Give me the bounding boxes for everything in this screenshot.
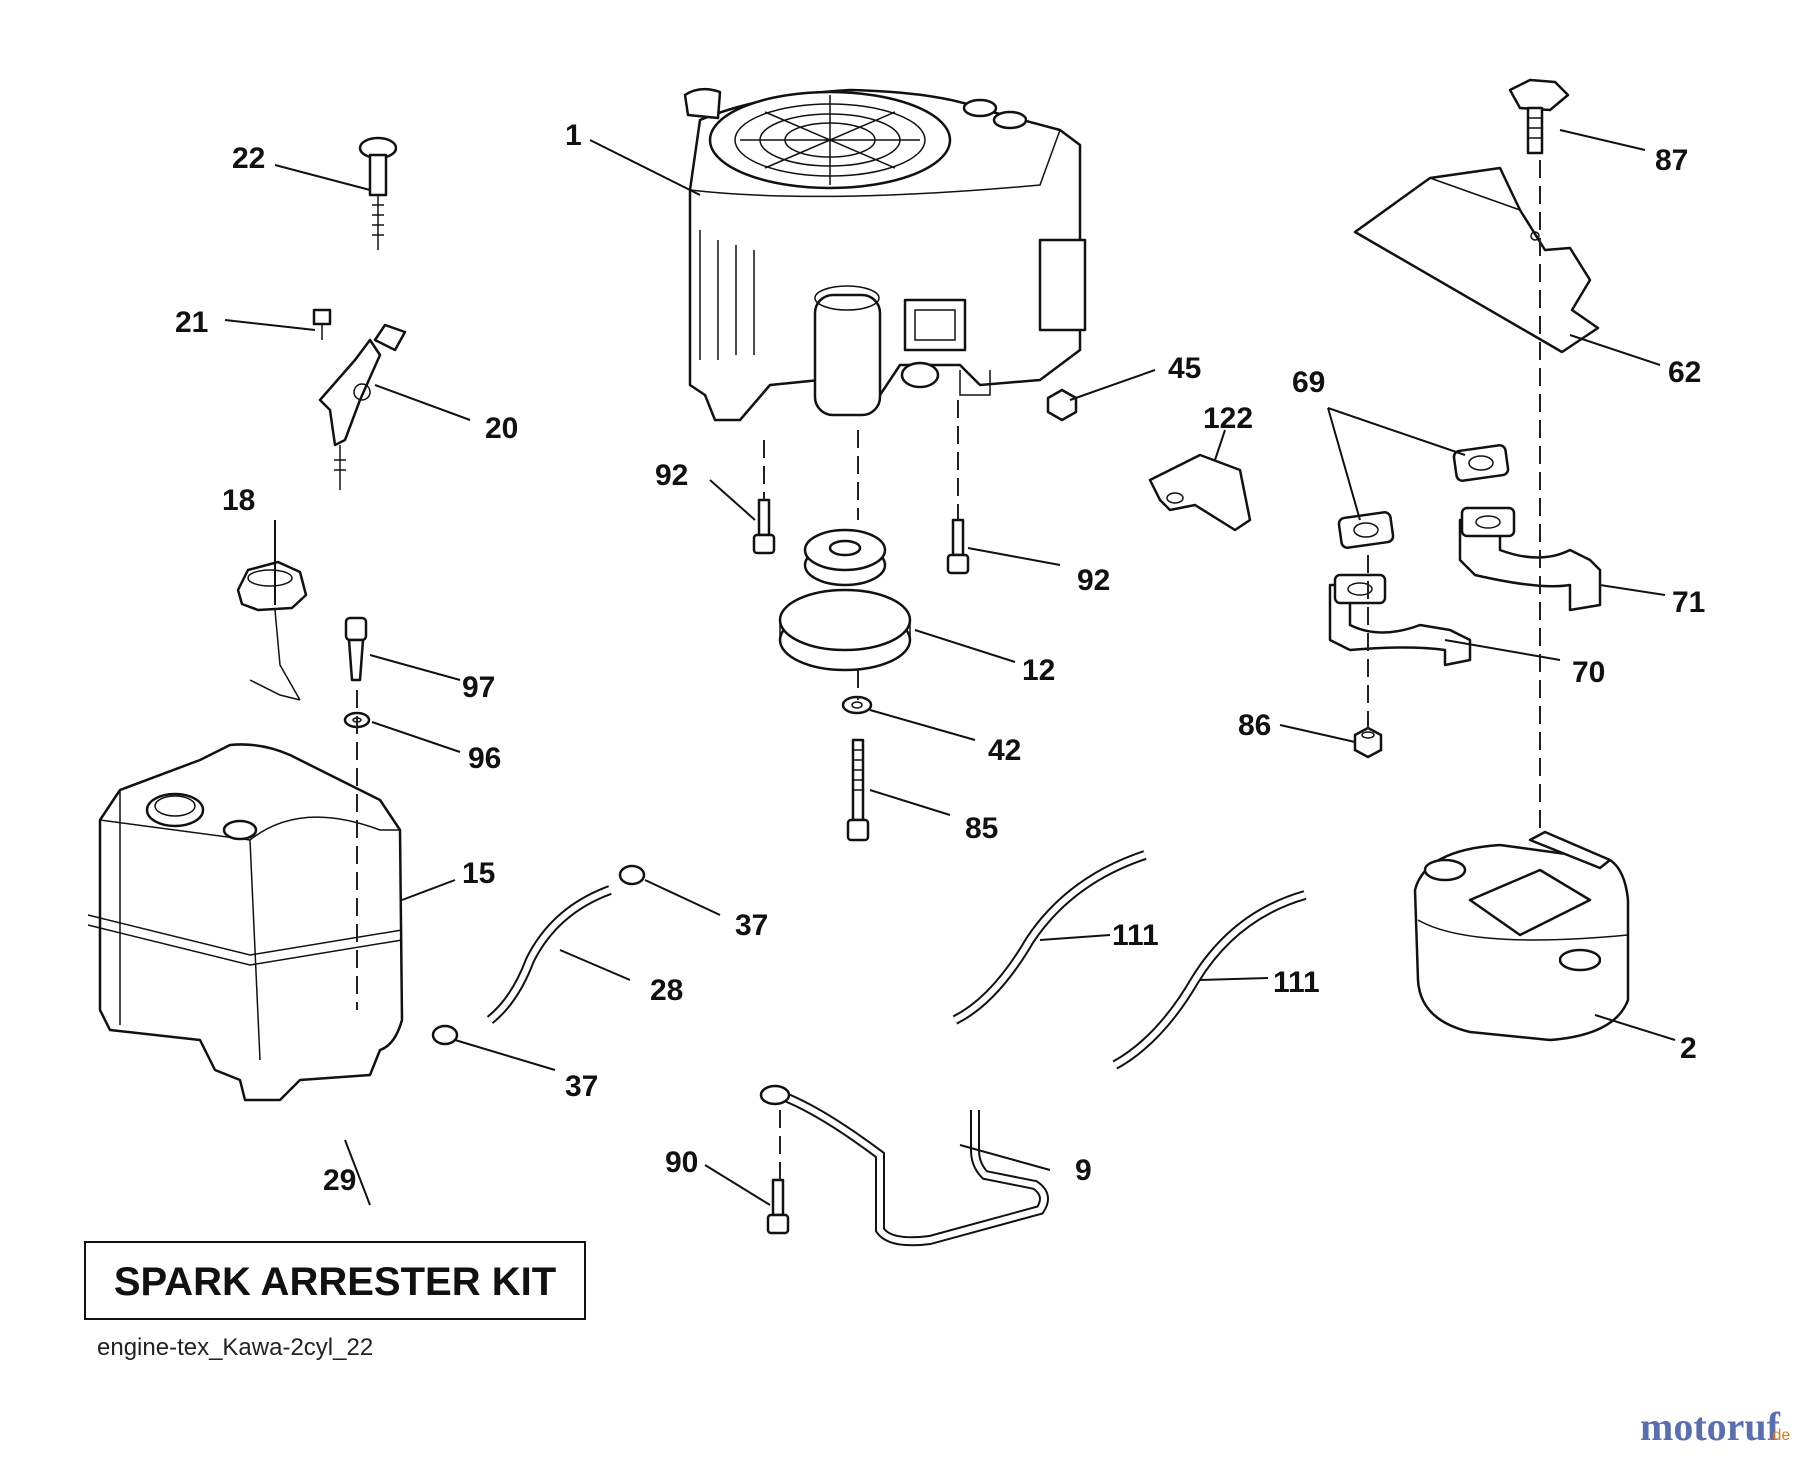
- nut-part-86: [1353, 726, 1383, 759]
- dipstick-part-22: [358, 136, 398, 250]
- callout-1: 1: [565, 119, 582, 152]
- callout-21: 21: [175, 306, 208, 339]
- knob-part-87: [1508, 78, 1570, 155]
- watermark-tld: .de: [1768, 1427, 1790, 1444]
- callout-71: 71: [1672, 586, 1705, 619]
- screw-part-97: [344, 616, 368, 682]
- clamp-part-37-upper: [618, 864, 646, 886]
- choke-lever-part-20: [318, 323, 407, 490]
- bolt-part-92-left: [752, 498, 776, 555]
- callout-labels: 1 2 9 12 15 18 20 21 22 28 29 37 37 42 4…: [175, 119, 1705, 1197]
- alignment-lines: [356, 160, 1541, 1180]
- callout-97: 97: [462, 671, 495, 704]
- bolt-part-90: [766, 1178, 790, 1235]
- callout-85: 85: [965, 812, 998, 845]
- callout-45: 45: [1168, 352, 1201, 385]
- rod-part-9: [759, 1084, 1049, 1247]
- drawing-reference: engine-tex_Kawa-2cyl_22: [97, 1334, 373, 1361]
- nut-part-45: [1046, 388, 1078, 422]
- bracket-part-122: [1148, 453, 1252, 532]
- callout-15: 15: [462, 857, 495, 890]
- callout-42: 42: [988, 734, 1021, 767]
- bolt-part-92-right: [946, 518, 970, 575]
- bolt-part-85: [846, 738, 870, 842]
- callout-86: 86: [1238, 709, 1271, 742]
- callout-122: 122: [1203, 402, 1253, 435]
- fuel-hose-part-111-b: [1112, 890, 1307, 1070]
- fuel-hose-part-111-a: [952, 850, 1147, 1025]
- fuel-tank-part-15: [87, 743, 404, 1102]
- callout-87: 87: [1655, 144, 1688, 177]
- watermark-brand: motoruf: [1640, 1404, 1781, 1449]
- spark-arrester-kit-box: SPARK ARRESTER KIT: [84, 1241, 586, 1320]
- callout-62: 62: [1668, 356, 1701, 389]
- callout-12: 12: [1022, 654, 1055, 687]
- callout-29: 29: [323, 1164, 356, 1197]
- callout-22: 22: [232, 142, 265, 175]
- callout-92-left: 92: [655, 459, 688, 492]
- muffler-part-2: [1413, 830, 1630, 1042]
- callout-9: 9: [1075, 1154, 1092, 1187]
- callout-37-lower: 37: [565, 1070, 598, 1103]
- bolt-part-21: [312, 308, 332, 340]
- callout-37-upper: 37: [735, 909, 768, 942]
- callout-69: 69: [1292, 366, 1325, 399]
- heat-shield-part-62: [1353, 166, 1600, 354]
- callout-18: 18: [222, 484, 255, 517]
- engine-part-1: [683, 87, 1087, 422]
- pulley-part-12: [778, 528, 912, 672]
- spark-arrester-kit-label: SPARK ARRESTER KIT: [114, 1260, 556, 1304]
- callout-96: 96: [468, 742, 501, 775]
- callout-20: 20: [485, 412, 518, 445]
- exhaust-pipe-part-70: [1328, 573, 1472, 667]
- exhaust-pipe-part-71: [1458, 506, 1602, 612]
- gasket-part-69: [1337, 444, 1510, 549]
- motoruf-watermark: motoruf .de: [1640, 1404, 1790, 1449]
- callout-2: 2: [1680, 1032, 1697, 1065]
- clamp-part-37-lower: [431, 1024, 459, 1046]
- callout-28: 28: [650, 974, 683, 1007]
- callout-111-b: 111: [1273, 966, 1320, 999]
- leader-lines: [224, 129, 1676, 1206]
- callout-111-a: 111: [1112, 919, 1159, 952]
- callout-92-right: 92: [1077, 564, 1110, 597]
- fuel-hose-part-28: [486, 885, 612, 1024]
- callout-90: 90: [665, 1146, 698, 1179]
- callout-70: 70: [1572, 656, 1605, 689]
- fuel-cap-part-18: [236, 560, 308, 701]
